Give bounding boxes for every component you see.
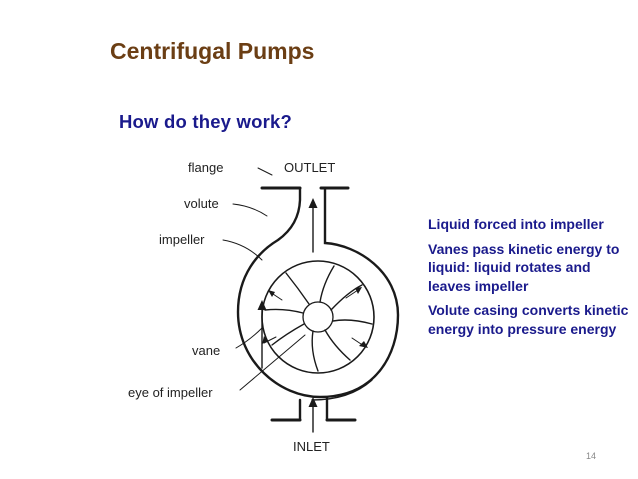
explanation-item: Liquid forced into impeller: [428, 216, 604, 232]
pump-diagram: flange OUTLET volute impeller vane eye o…: [128, 160, 400, 454]
impeller-vanes: [264, 265, 373, 372]
side-arrowhead: [257, 300, 267, 310]
label-outlet: OUTLET: [284, 160, 335, 175]
explanation-item: Vanes pass kinetic energy to liquid: liq…: [428, 240, 620, 294]
leader-lines: [222, 167, 306, 391]
explanation-item: Volute casing converts kinetic energy in…: [428, 302, 629, 337]
label-impeller: impeller: [159, 232, 205, 247]
arrowheads: [257, 198, 368, 407]
volute-inner-lip: [311, 379, 373, 401]
impeller-eye: [302, 301, 334, 333]
label-vane: vane: [192, 343, 220, 358]
flow-arrows: [263, 289, 365, 347]
outlet-arrowhead: [308, 198, 318, 208]
label-volute: volute: [184, 196, 219, 211]
slide-subtitle: How do they work?: [119, 111, 292, 132]
volute-casing: [236, 186, 400, 399]
label-inlet: INLET: [293, 439, 330, 454]
page-number: 14: [586, 451, 597, 461]
label-flange: flange: [188, 160, 223, 175]
impeller-outer: [261, 260, 375, 374]
label-eye-of-impeller: eye of impeller: [128, 385, 213, 400]
inlet-arrowhead: [308, 397, 318, 407]
slide-title: Centrifugal Pumps: [110, 38, 315, 64]
explanation-list: Liquid forced into impeller Vanes pass k…: [428, 215, 633, 344]
